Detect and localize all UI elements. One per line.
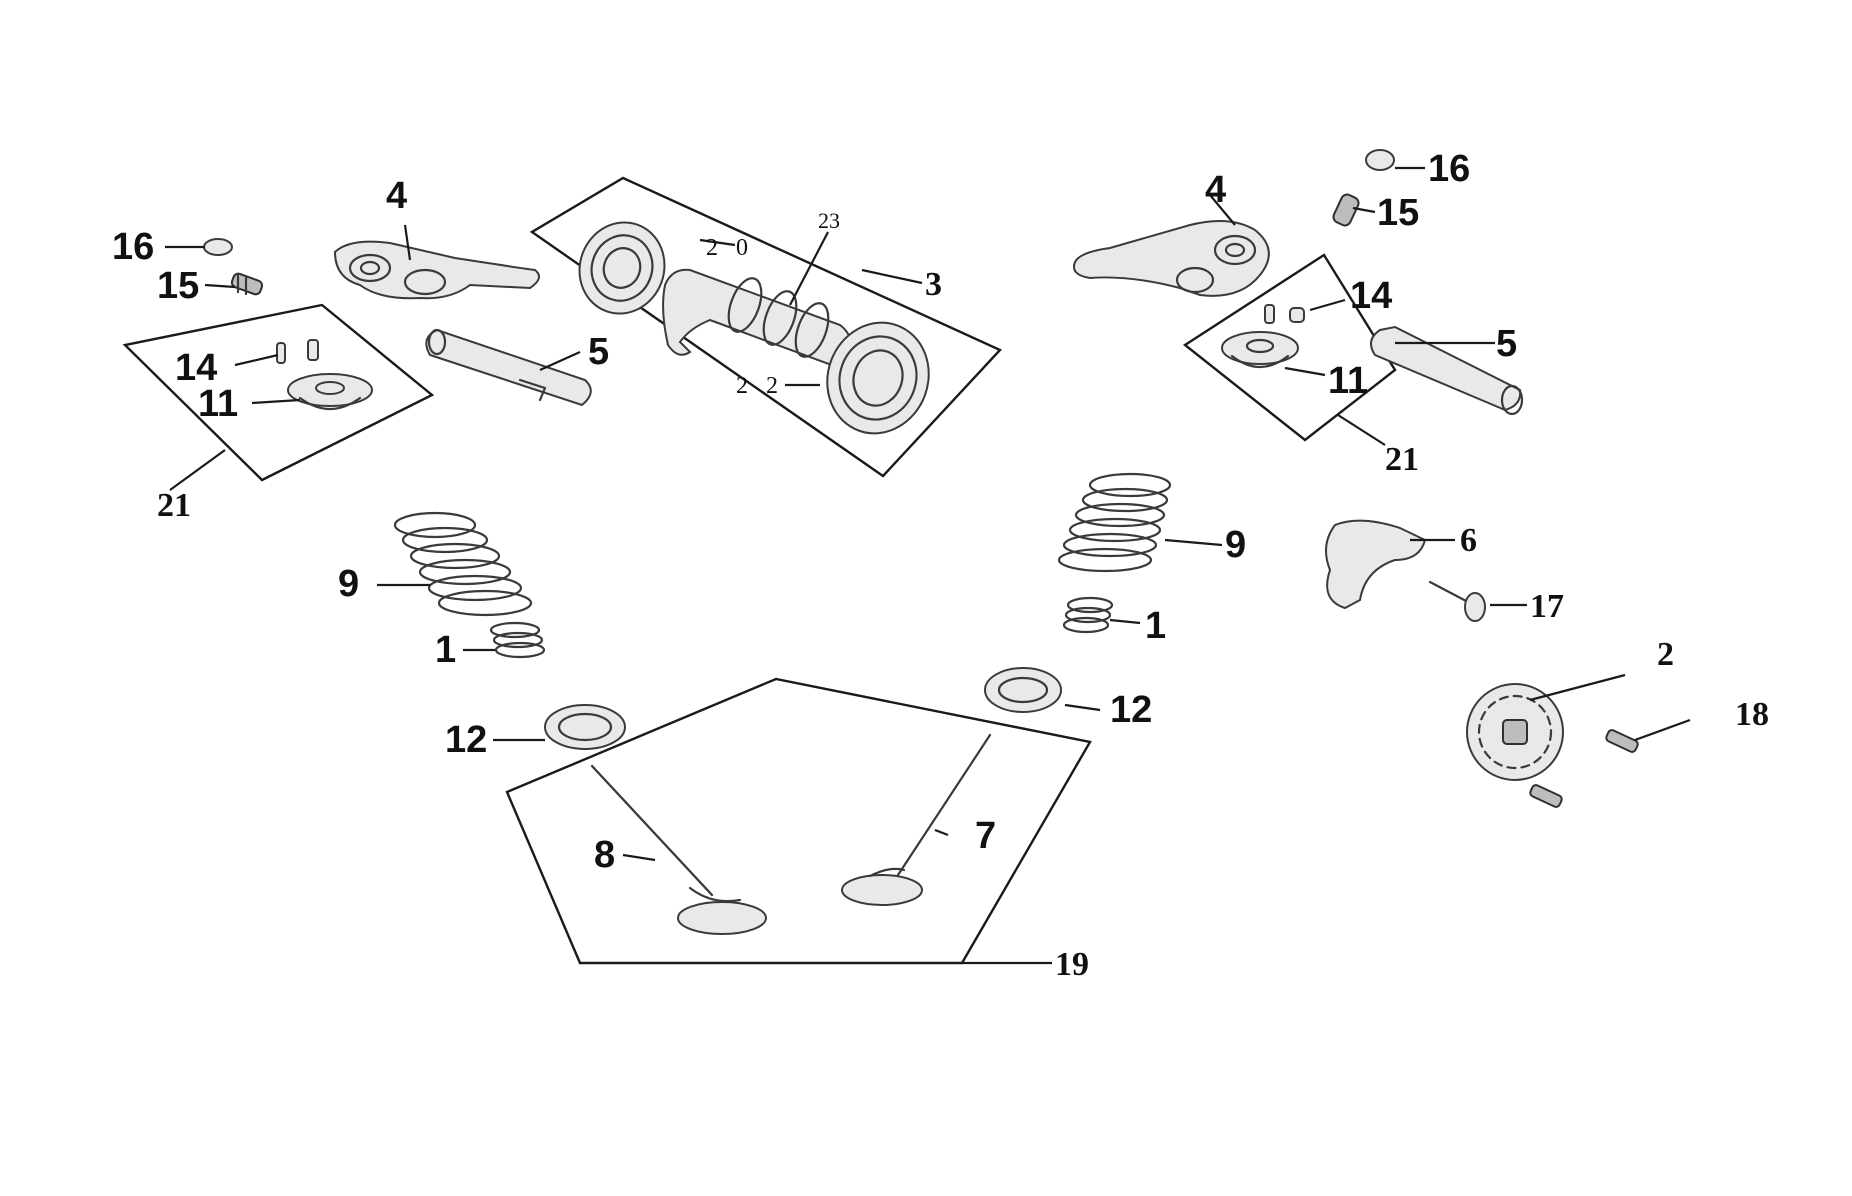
label-17: 17 (1530, 588, 1564, 625)
plate-6 (1325, 519, 1427, 610)
group-21-right-outline (1182, 253, 1397, 442)
label-18: 18 (1735, 696, 1769, 733)
spring-seat-12-left (544, 704, 626, 750)
label-6: 6 (1460, 522, 1477, 559)
label-9-left: 9 (338, 563, 359, 605)
label-15-right: 15 (1377, 192, 1419, 234)
group-21-left-outline (122, 303, 435, 482)
valve-spring-9-left (393, 511, 533, 617)
label-20: 2 0 (706, 235, 754, 261)
inner-spring-1-left (489, 621, 546, 659)
spring-retainer-11-right (1221, 331, 1299, 368)
label-14-right: 14 (1350, 275, 1392, 317)
label-11-right: 11 (1328, 360, 1368, 402)
label-9-right: 9 (1225, 524, 1246, 566)
label-21-right: 21 (1385, 441, 1419, 478)
label-4-left: 4 (386, 175, 407, 217)
bearing-22 (826, 321, 930, 435)
label-3: 3 (925, 266, 942, 303)
label-16-left: 16 (112, 226, 154, 268)
spring-retainer-11-left (287, 373, 373, 410)
bearing-20 (578, 221, 666, 315)
bolt-17 (1428, 580, 1486, 622)
label-16-right: 16 (1428, 148, 1470, 190)
valve-cotter-14-right (1264, 304, 1305, 324)
label-12-left: 12 (445, 719, 487, 761)
label-19: 19 (1055, 946, 1089, 983)
leader-lines (165, 166, 1691, 965)
valve-8 (590, 764, 767, 935)
label-23: 23 (818, 208, 840, 233)
rocker-shaft-5-right (1370, 325, 1524, 416)
rocker-arm-4-right (1073, 220, 1270, 297)
group-19-outline (505, 677, 1092, 965)
adjuster-screw-15-right (1332, 193, 1360, 227)
group-3-outline (529, 176, 1003, 478)
label-2: 2 (1657, 636, 1674, 673)
spring-seat-12-right (984, 667, 1062, 713)
sprocket-2 (1466, 683, 1564, 781)
camshaft-23 (662, 268, 853, 372)
label-5-right: 5 (1496, 323, 1517, 365)
label-7: 7 (975, 815, 996, 857)
label-1-right: 1 (1145, 605, 1166, 647)
callout-labels: 16 15 14 11 21 4 5 2 0 23 2 2 3 9 1 12 8… (112, 148, 1769, 983)
valve-cap-16-right (1365, 149, 1395, 171)
rocker-shaft-5-left (425, 328, 592, 407)
label-4-right: 4 (1205, 169, 1226, 211)
adjuster-screw-15-left (230, 272, 264, 296)
bolt-18 (1529, 729, 1639, 808)
label-1-left: 1 (435, 629, 456, 671)
valve-cotter-14-left (276, 339, 319, 364)
label-14-left: 14 (175, 347, 217, 389)
label-12-right: 12 (1110, 689, 1152, 731)
valve-spring-9-right (1057, 472, 1172, 573)
label-22: 2 2 (736, 373, 784, 399)
rocker-arm-4-left (333, 240, 540, 300)
label-8: 8 (594, 834, 615, 876)
label-5-left: 5 (588, 331, 609, 373)
valve-cap-16-left (203, 238, 233, 256)
label-15-left: 15 (157, 265, 199, 307)
valve-7 (841, 733, 992, 906)
label-11-left: 11 (198, 383, 238, 425)
inner-spring-1-right (1062, 596, 1114, 634)
label-21-left: 21 (157, 487, 191, 524)
